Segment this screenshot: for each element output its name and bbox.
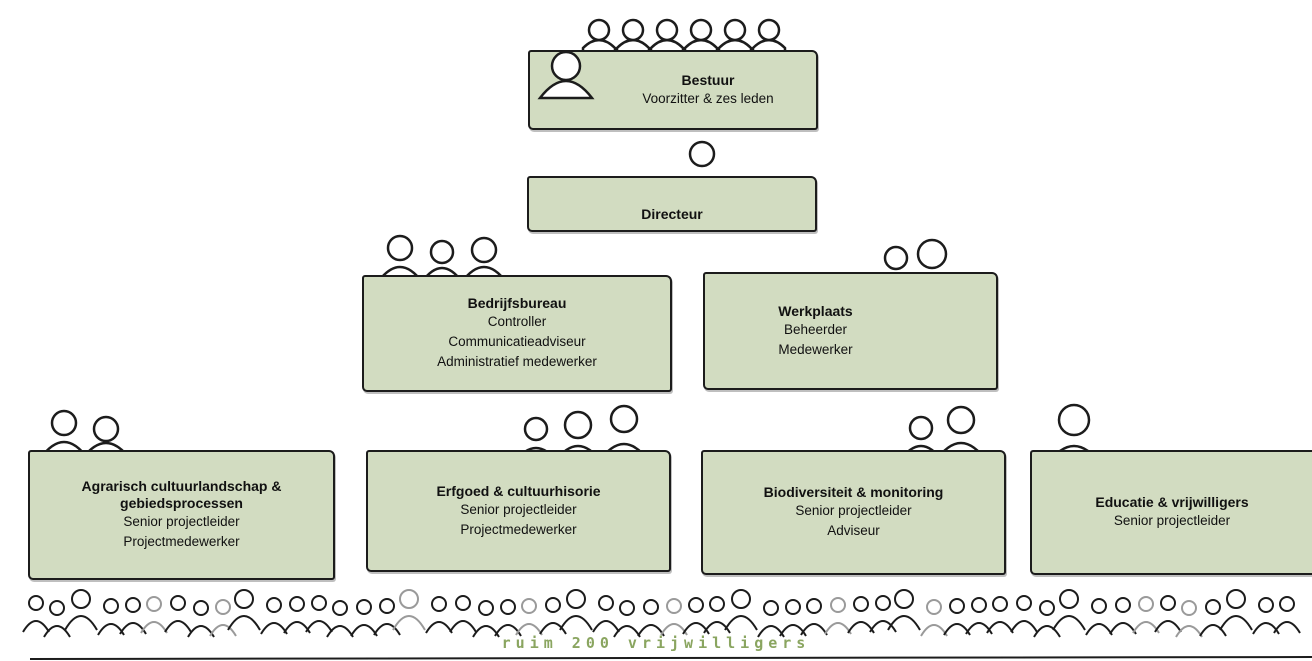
- biodiversiteit-box: Biodiversiteit & monitoring Senior proje…: [701, 450, 1006, 575]
- educatie-box: Educatie & vrijwilligers Senior projectl…: [1030, 450, 1312, 575]
- agrarisch-title-2: gebiedsprocessen: [120, 495, 243, 511]
- erfgoed-box: Erfgoed & cultuurhisorie Senior projectl…: [366, 450, 671, 572]
- bedrijfsbureau-line-3: Administratief medewerker: [437, 354, 597, 369]
- bedrijfsbureau-title: Bedrijfsbureau: [467, 295, 567, 311]
- werkplaats-title: Werkplaats: [778, 302, 853, 319]
- educatie-line-1: Senior projectleider: [1113, 513, 1231, 528]
- bedrijfsbureau-line-1: Controller: [487, 314, 547, 329]
- werkplaats-box: Werkplaats Beheerder Medewerker: [703, 272, 998, 390]
- agrarisch-line-2: Projectmedewerker: [123, 534, 240, 549]
- agrarisch-box: Agrarisch cultuurlandschap & gebiedsproc…: [28, 450, 335, 580]
- directeur-box: Directeur: [527, 176, 817, 232]
- werkplaats-line-1: Beheerder: [783, 321, 848, 337]
- biodiversiteit-line-2: Adviseur: [827, 523, 880, 538]
- directeur-title: Directeur: [641, 205, 703, 222]
- agrarisch-title-1: Agrarisch cultuurlandschap &: [81, 478, 282, 494]
- bedrijfsbureau-line-2: Communicatieadviseur: [448, 334, 586, 349]
- bestuur-chair-icon: [537, 50, 595, 100]
- bedrijfsbureau-box: Bedrijfsbureau Controller Communicatiead…: [362, 275, 672, 392]
- volunteers-label: ruim 200 vrijwilligers: [501, 634, 811, 652]
- biodiversiteit-line-1: Senior projectleider: [795, 503, 912, 518]
- educatie-title: Educatie & vrijwilligers: [1095, 494, 1249, 510]
- bestuur-line-1: Voorzitter & zes leden: [642, 90, 774, 106]
- agrarisch-line-1: Senior projectleider: [123, 514, 240, 529]
- biodiversiteit-title: Biodiversiteit & monitoring: [763, 484, 944, 500]
- erfgoed-line-2: Projectmedewerker: [460, 521, 577, 537]
- erfgoed-title: Erfgoed & cultuurhisorie: [436, 482, 601, 499]
- bestuur-title: Bestuur: [681, 71, 735, 88]
- erfgoed-line-1: Senior projectleider: [460, 501, 577, 517]
- volunteers-crowd-icon: [22, 589, 1312, 660]
- werkplaats-line-2: Medewerker: [778, 341, 853, 357]
